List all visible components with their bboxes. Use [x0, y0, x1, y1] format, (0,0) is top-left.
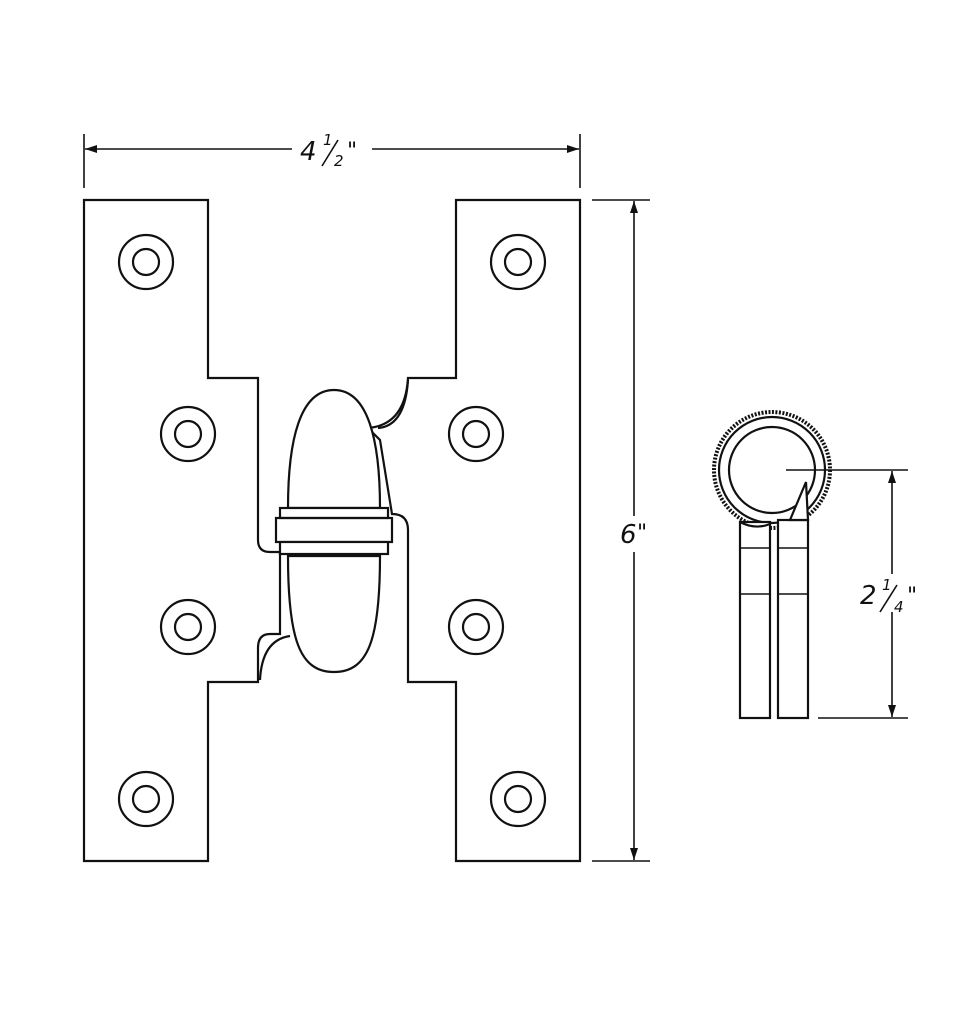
projection-num: 1 [882, 576, 892, 594]
knuckle-lower [286, 554, 382, 674]
side-leaf-right [776, 518, 810, 720]
screw-hole [117, 770, 175, 828]
projection-unit: " [907, 584, 917, 609]
collar-bottom-band [278, 540, 390, 556]
width-fraction-bar [321, 139, 339, 167]
screw-hole [447, 598, 505, 656]
screw-hole [159, 405, 217, 463]
height-unit: " [637, 521, 647, 546]
projection-fraction-bar [879, 584, 898, 613]
height-whole: 6 [620, 520, 637, 550]
lower-joint-curve [258, 634, 291, 681]
right-leaf [365, 198, 582, 863]
screw-hole [489, 770, 547, 828]
width-num: 1 [323, 131, 333, 149]
left-leaf [82, 198, 282, 863]
screw-hole [489, 233, 547, 291]
side-leaf-left [738, 520, 772, 720]
side-ring-gap [739, 521, 771, 528]
screw-hole [117, 233, 175, 291]
collar-top-band [278, 506, 390, 520]
screw-hole [159, 598, 217, 656]
hinge-front-view [82, 198, 582, 863]
projection-dimension: 2 1 4 " [786, 469, 917, 719]
collar-knurl-lines [279, 521, 389, 539]
width-whole: 4 [300, 137, 317, 167]
projection-den: 4 [894, 598, 904, 616]
upper-joint-curve [377, 379, 410, 430]
screw-hole [447, 405, 505, 463]
knuckle-upper [286, 388, 382, 510]
side-leaf-tab [788, 481, 810, 522]
width-den: 2 [334, 152, 344, 170]
width-unit: " [347, 139, 357, 164]
width-dimension: 4 1 2 " [83, 131, 581, 188]
projection-whole: 2 [860, 581, 877, 611]
hinge-side-view [712, 410, 832, 720]
height-dimension: 6 " [592, 199, 650, 862]
